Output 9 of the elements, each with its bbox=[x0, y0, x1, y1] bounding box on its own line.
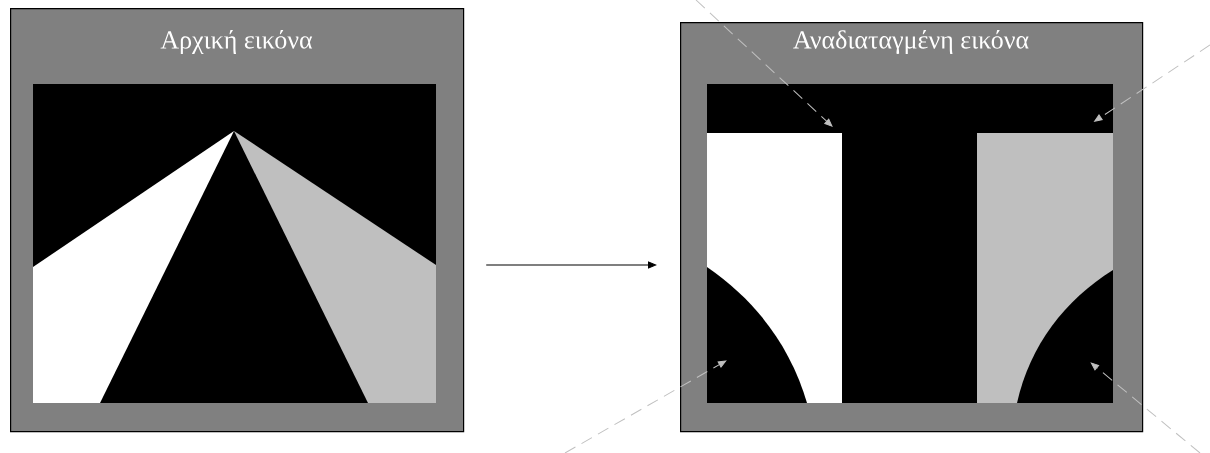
panel-title: Αρχική εικόνα bbox=[160, 30, 313, 54]
arrow bbox=[1090, 362, 1201, 453]
arrow bbox=[1094, 44, 1210, 122]
picture bbox=[707, 84, 1113, 403]
arrow bbox=[564, 360, 727, 453]
picture bbox=[33, 84, 436, 403]
arrow bbox=[695, 0, 833, 127]
panel-title: Αναδιαταγμένη εικόνα bbox=[793, 30, 1029, 54]
arrow bbox=[485, 261, 657, 269]
